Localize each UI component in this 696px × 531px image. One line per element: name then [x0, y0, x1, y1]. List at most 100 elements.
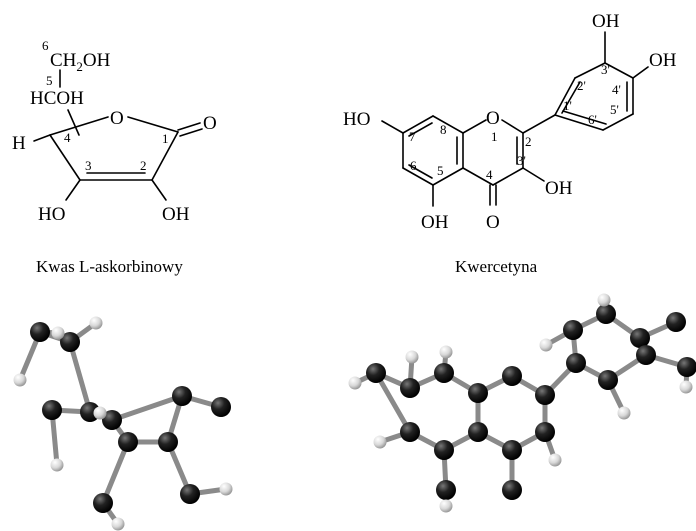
- quercetin-3d-heavy-atom: [366, 363, 386, 383]
- ascorbic-3d-hydrogen-atom: [13, 373, 27, 387]
- asc-num-5: 5: [46, 73, 53, 88]
- quercetin-3d-hydrogen-atom: [597, 293, 611, 307]
- ascorbic-3d-heavy-atom: [211, 397, 231, 417]
- que-label-oh5: OH: [421, 212, 449, 233]
- quercetin-3d-heavy-atom: [434, 440, 454, 460]
- quercetin-3d-hydrogen-atom: [439, 345, 453, 359]
- asc-caption: Kwas L-askorbinowy: [36, 257, 183, 276]
- ascorbic-3d-heavy-atom: [93, 493, 113, 513]
- quercetin-structure: HO O 1 2 3' 4 5 6 7 8 OH OH O 1' 2' 3' 4…: [343, 11, 677, 276]
- asc-label-ho: HO: [38, 204, 65, 225]
- bond-c2-oh: [151, 179, 167, 201]
- quercetin-3d-heavy-atom: [502, 480, 522, 500]
- que-num-5: 5: [437, 163, 444, 178]
- quercetin-3d-hydrogen-atom: [373, 435, 387, 449]
- quercetin-3d-heavy-atom: [596, 304, 616, 324]
- bond-c3-c4: [49, 134, 81, 181]
- que-caption: Kwercetyna: [455, 257, 538, 276]
- que-num-4p: 4': [612, 82, 621, 97]
- quercetin-3d-heavy-atom: [434, 363, 454, 383]
- ascorbic-3d-hydrogen-atom: [50, 458, 64, 472]
- que-num-3: 3': [517, 153, 526, 168]
- bond-c3-oh: [522, 167, 545, 182]
- ascorbic-3d-heavy-atom: [42, 400, 62, 420]
- bond-c8-c7-double: [408, 122, 433, 137]
- bond-c1-carbonyl: [177, 122, 201, 131]
- bond-c4p-oh: [632, 66, 649, 79]
- quercetin-3d-heavy-atom: [598, 370, 618, 390]
- asc-label-ch2oh: CH2OH: [50, 50, 111, 74]
- quercetin-3d-hydrogen-atom: [679, 380, 693, 394]
- asc-label-oh: OH: [162, 204, 190, 225]
- ascorbic-3d-heavy-atom: [102, 410, 122, 430]
- ascorbic-acid-3d-model: [13, 316, 233, 531]
- ascorbic-3d-hydrogen-atom: [219, 482, 233, 496]
- bond-c6p-c1p: [554, 114, 604, 131]
- bond-c2p-c3p: [574, 62, 606, 79]
- quercetin-3d-hydrogen-atom: [539, 338, 553, 352]
- bond-c3p-c4p: [604, 62, 634, 79]
- bond-c5-c4a: [432, 167, 464, 186]
- ascorbic-3d-heavy-atom: [118, 432, 138, 452]
- ascorbic-3d-heavy-atom: [60, 332, 80, 352]
- bond-ring-o-c1: [127, 116, 179, 133]
- quercetin-3d-heavy-atom: [468, 383, 488, 403]
- bond-c1-carbonyl-2: [179, 128, 203, 137]
- que-label-oh4p: OH: [649, 50, 677, 71]
- asc-label-hcoh: HCOH: [30, 88, 84, 109]
- quercetin-3d-heavy-atom: [502, 366, 522, 386]
- ascorbic-3d-stick: [100, 439, 131, 506]
- asc-label-ring-o: O: [110, 108, 124, 129]
- asc-num-4: 4: [64, 130, 71, 145]
- que-num-1p: 1': [563, 98, 572, 113]
- que-label-oh3p: OH: [592, 11, 620, 32]
- ascorbic-3d-hydrogen-atom: [93, 406, 107, 420]
- ascorbic-3d-hydrogen-atom: [89, 316, 103, 330]
- bond-c8-c7: [402, 115, 434, 134]
- ascorbic-3d-stick: [109, 393, 185, 423]
- ascorbic-3d-heavy-atom: [180, 484, 200, 504]
- ascorbic-acid-structure: 6 CH2OH 5 HCOH H 4 O 1 O 3 2 HO OH Kwas …: [12, 38, 217, 276]
- asc-label-carbonyl-o: O: [203, 113, 217, 134]
- bond-c8-c8a: [432, 115, 464, 134]
- bond-c4-c4a: [462, 167, 494, 186]
- que-num-6p: 6': [588, 112, 597, 127]
- quercetin-3d-heavy-atom: [468, 422, 488, 442]
- ascorbic-3d-heavy-atom: [30, 322, 50, 342]
- bond-c5-c4: [67, 109, 80, 136]
- que-num-1: 1: [491, 129, 498, 144]
- bond-c1p-c2p: [554, 77, 576, 116]
- quercetin-3d-hydrogen-atom: [405, 350, 419, 364]
- quercetin-3d-heavy-atom: [535, 422, 555, 442]
- bond-c8a-o1: [462, 119, 487, 134]
- quercetin-3d-hydrogen-atom: [617, 406, 631, 420]
- que-num-8: 8: [440, 122, 447, 137]
- quercetin-3d-heavy-atom: [630, 328, 650, 348]
- quercetin-3d-stick: [373, 370, 413, 435]
- quercetin-3d-heavy-atom: [502, 440, 522, 460]
- bond-c3-c4: [492, 167, 524, 186]
- quercetin-3d-heavy-atom: [677, 357, 696, 377]
- quercetin-3d-hydrogen-atom: [348, 376, 362, 390]
- ascorbic-3d-heavy-atom: [172, 386, 192, 406]
- que-num-3p: 3': [601, 62, 610, 77]
- que-num-5p: 5': [610, 102, 619, 117]
- quercetin-3d-hydrogen-atom: [439, 499, 453, 513]
- asc-num-1: 1: [162, 131, 169, 146]
- bond-c4-ring-o: [49, 116, 109, 136]
- asc-num-6: 6: [42, 38, 49, 53]
- quercetin-3d-heavy-atom: [666, 312, 686, 332]
- quercetin-3d-heavy-atom: [400, 422, 420, 442]
- bond-c6-c5-double: [408, 164, 433, 179]
- bond-o1-c2: [501, 119, 524, 134]
- que-label-oh3: OH: [545, 178, 573, 199]
- asc-num-2: 2: [140, 158, 147, 173]
- que-label-o4: O: [486, 212, 500, 233]
- que-num-6: 6: [410, 158, 417, 173]
- bond-c6-c5: [402, 167, 434, 186]
- ascorbic-3d-hydrogen-atom: [111, 517, 125, 531]
- quercetin-3d-heavy-atom: [535, 385, 555, 405]
- quercetin-3d-heavy-atom: [563, 320, 583, 340]
- asc-label-h: H: [12, 133, 26, 154]
